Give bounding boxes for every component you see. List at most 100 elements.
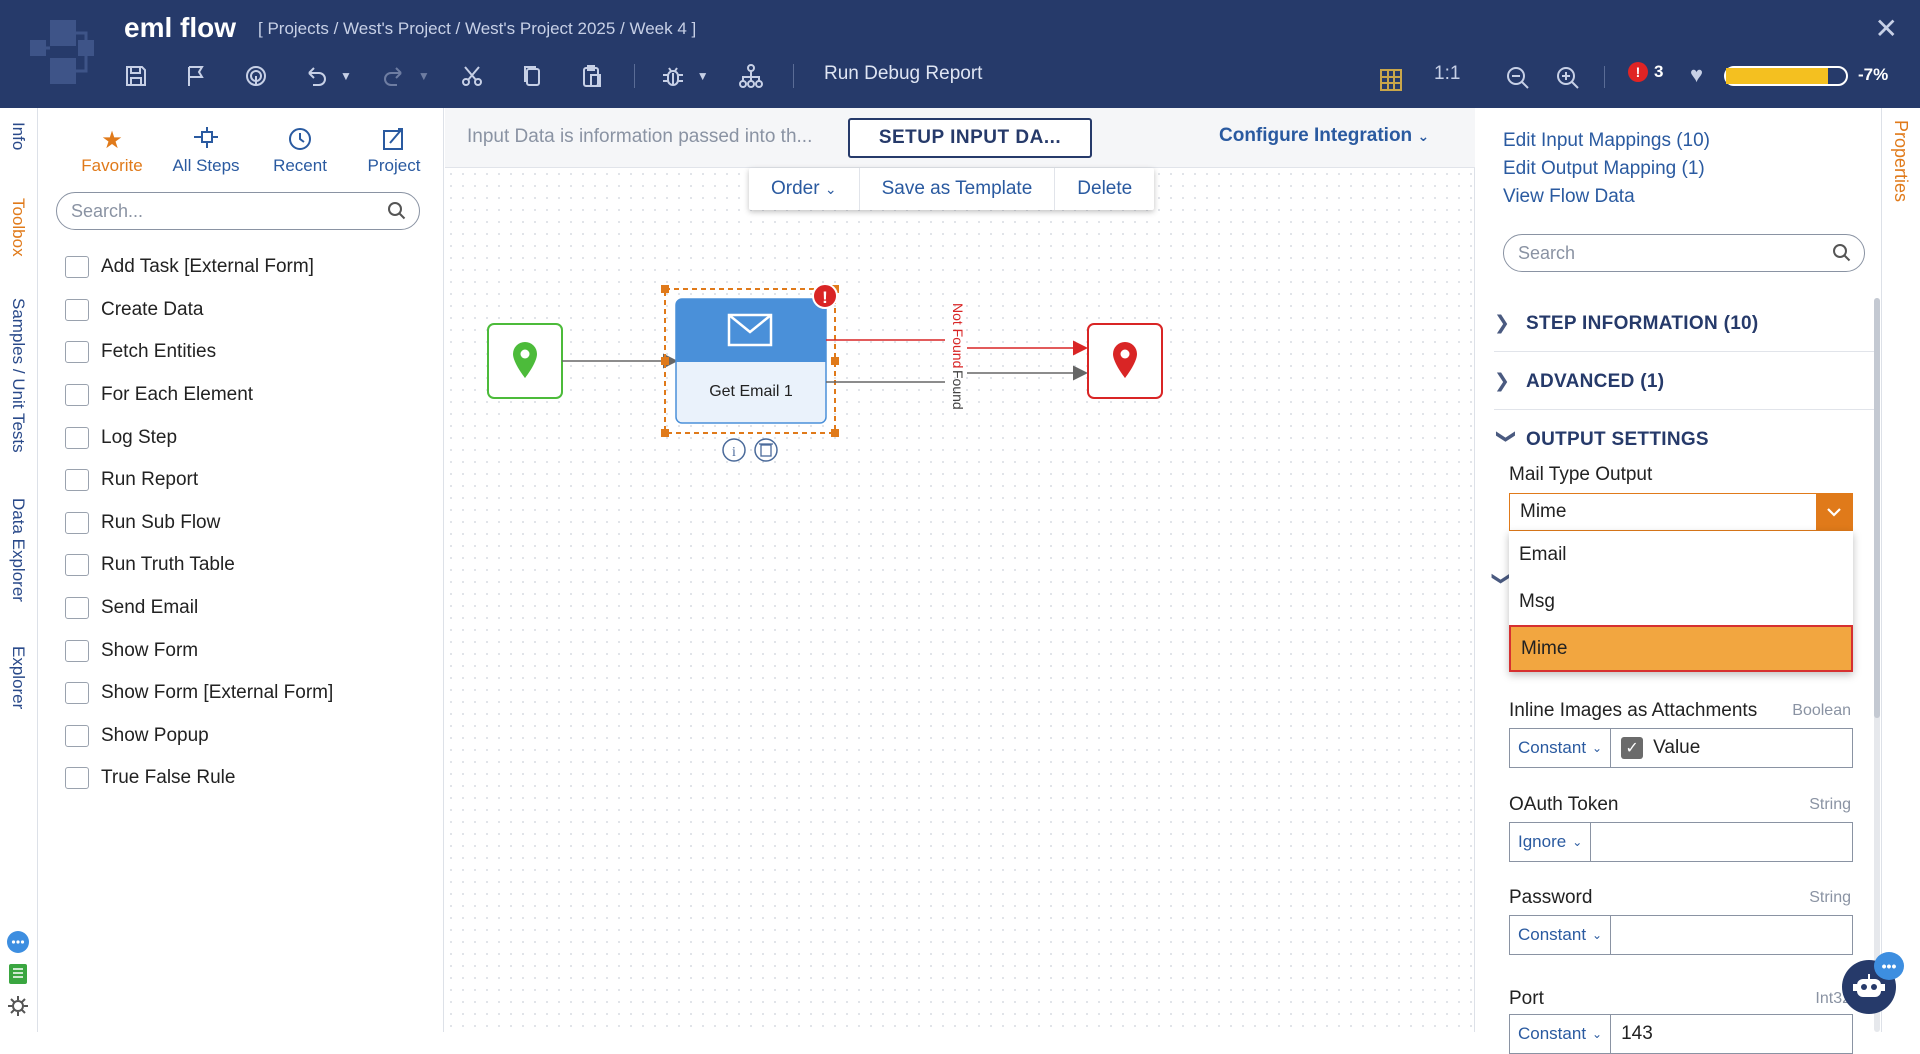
redo-icon[interactable]	[376, 58, 412, 94]
toolbox-step-item[interactable]: Send Email	[65, 587, 443, 630]
node-info-icon[interactable]: i	[722, 438, 746, 462]
tab-data-explorer[interactable]: Data Explorer	[9, 498, 28, 602]
password-label: Password	[1509, 887, 1593, 908]
delete-button[interactable]: Delete	[1077, 178, 1133, 199]
step-icon	[65, 597, 89, 620]
dropdown-option-email[interactable]: Email	[1519, 543, 1567, 565]
inline-images-mode-select[interactable]: Constant⌄	[1510, 729, 1612, 767]
toolbox-step-item[interactable]: For Each Element	[65, 374, 443, 417]
step-icon	[65, 298, 89, 321]
toolbox-step-item[interactable]: Show Popup	[65, 715, 443, 758]
section-output-settings[interactable]: ❯ OUTPUT SETTINGS	[1494, 412, 1874, 468]
properties-scrollbar[interactable]	[1874, 298, 1880, 1032]
toolbox-step-label: Run Sub Flow	[101, 511, 221, 533]
chevron-down-icon[interactable]	[1816, 494, 1852, 530]
password-mode-select[interactable]: Constant⌄	[1510, 916, 1612, 954]
edit-output-mapping-link[interactable]: Edit Output Mapping (1)	[1503, 158, 1705, 179]
toolbox-tab-project[interactable]: Project	[347, 126, 441, 176]
tab-info[interactable]: Info	[9, 122, 28, 151]
end-node[interactable]	[1087, 323, 1163, 399]
toolbox-search-input[interactable]	[71, 193, 371, 229]
tab-samples-unit-tests[interactable]: Samples / Unit Tests	[9, 298, 28, 453]
toolbox-step-item[interactable]: True False Rule	[65, 757, 443, 800]
get-email-node[interactable]: Get Email 1	[675, 298, 827, 424]
edit-input-mappings-link[interactable]: Edit Input Mappings (10)	[1503, 130, 1711, 151]
settings-icon[interactable]	[6, 994, 30, 1018]
save-as-template-button[interactable]: Save as Template	[860, 168, 1056, 210]
port-mode-select[interactable]: Constant⌄	[1510, 1015, 1612, 1053]
toolbox-tab-favorite[interactable]: ★ Favorite	[65, 126, 159, 176]
error-badge-icon[interactable]: !	[812, 283, 838, 309]
undo-icon[interactable]	[298, 58, 334, 94]
path-label: Not Found	[950, 303, 966, 368]
toolbox-tab-all-steps[interactable]: All Steps	[159, 126, 253, 176]
port-input[interactable]: 143	[1621, 1023, 1653, 1044]
section-title: STEP INFORMATION (10)	[1526, 312, 1759, 334]
properties-search-input[interactable]	[1518, 235, 1818, 271]
configure-integration-button[interactable]: Configure Integration ⌄	[1219, 125, 1429, 147]
flag-icon[interactable]	[178, 58, 214, 94]
search-icon[interactable]	[387, 201, 407, 226]
toolbox-step-item[interactable]: Log Step	[65, 416, 443, 459]
configure-integration-label: Configure Integration	[1219, 125, 1413, 146]
toolbox-tab-recent[interactable]: Recent	[253, 126, 347, 176]
assistant-bot-button[interactable]: •••	[1838, 952, 1904, 1014]
grid-icon[interactable]	[1373, 62, 1409, 98]
run-debug-report-button[interactable]: Run Debug Report	[824, 63, 983, 84]
search-icon[interactable]	[1832, 243, 1852, 268]
checkbox-checked-icon[interactable]: ✓	[1621, 737, 1644, 759]
fingerprint-icon[interactable]	[238, 58, 274, 94]
tab-properties[interactable]: Properties	[1891, 120, 1911, 203]
password-field: Constant⌄	[1509, 915, 1853, 955]
toolbox-step-item[interactable]: Add Task [External Form]	[65, 246, 443, 289]
scrollbar-thumb[interactable]	[1874, 298, 1880, 718]
chevron-down-icon: ⌄	[1592, 741, 1603, 755]
save-icon[interactable]	[118, 58, 154, 94]
toolbox-step-item[interactable]: Run Truth Table	[65, 544, 443, 587]
debug-dropdown-icon[interactable]: ▼	[696, 69, 709, 83]
scissors-icon[interactable]	[454, 58, 490, 94]
hierarchy-icon[interactable]	[733, 58, 769, 94]
error-indicator[interactable]: ! 3	[1628, 62, 1663, 82]
zoom-out-icon[interactable]	[1500, 60, 1536, 96]
toolbox-step-item[interactable]: Show Form	[65, 629, 443, 672]
tab-toolbox[interactable]: Toolbox	[9, 198, 28, 257]
start-node[interactable]	[487, 323, 563, 399]
tab-explorer[interactable]: Explorer	[9, 646, 28, 710]
toolbox-step-item[interactable]: Run Sub Flow	[65, 502, 443, 545]
section-advanced[interactable]: ❯ ADVANCED (1)	[1494, 354, 1874, 410]
properties-panel: Edit Input Mappings (10) Edit Output Map…	[1476, 108, 1881, 1054]
toolbox-step-item[interactable]: Fetch Entities	[65, 331, 443, 374]
password-input[interactable]	[1611, 916, 1852, 954]
chevron-down-icon: ⌄	[824, 180, 837, 197]
close-icon[interactable]: ✕	[1874, 13, 1898, 44]
dropdown-option-msg[interactable]: Msg	[1519, 590, 1555, 612]
toolbox-step-item[interactable]: Create Data	[65, 289, 443, 332]
dropdown-option-mime[interactable]: Mime	[1509, 625, 1853, 672]
svg-text:!: !	[822, 288, 828, 307]
toolbar-divider	[1604, 66, 1605, 88]
paste-icon[interactable]	[574, 58, 610, 94]
toolbox-tab-label: Favorite	[81, 156, 143, 175]
redo-dropdown-icon[interactable]: ▼	[417, 69, 430, 83]
order-button[interactable]: Order ⌄	[749, 168, 860, 210]
zoom-in-icon[interactable]	[1550, 60, 1586, 96]
copy-icon[interactable]	[514, 58, 550, 94]
node-delete-icon[interactable]	[754, 438, 778, 462]
undo-dropdown-icon[interactable]: ▼	[340, 69, 352, 83]
heart-icon[interactable]: ♥	[1690, 62, 1704, 87]
flow-canvas[interactable]: Input Data is information passed into th…	[445, 108, 1475, 1032]
oauth-mode-select[interactable]: Ignore⌄	[1510, 823, 1592, 861]
chat-icon[interactable]	[6, 930, 30, 954]
mail-type-output-select[interactable]: Mime	[1509, 493, 1853, 531]
setup-input-data-button[interactable]: SETUP INPUT DA...	[848, 118, 1092, 158]
section-step-information[interactable]: ❯ STEP INFORMATION (10)	[1494, 296, 1874, 352]
debug-icon[interactable]	[655, 58, 691, 94]
toolbox-step-item[interactable]: Show Form [External Form]	[65, 672, 443, 715]
view-flow-data-link[interactable]: View Flow Data	[1503, 186, 1635, 207]
oauth-token-input[interactable]	[1591, 823, 1852, 861]
notes-icon[interactable]	[6, 962, 30, 986]
toolbox-step-item[interactable]: Run Report	[65, 459, 443, 502]
zoom-reset-button[interactable]: 1:1	[1434, 63, 1461, 84]
